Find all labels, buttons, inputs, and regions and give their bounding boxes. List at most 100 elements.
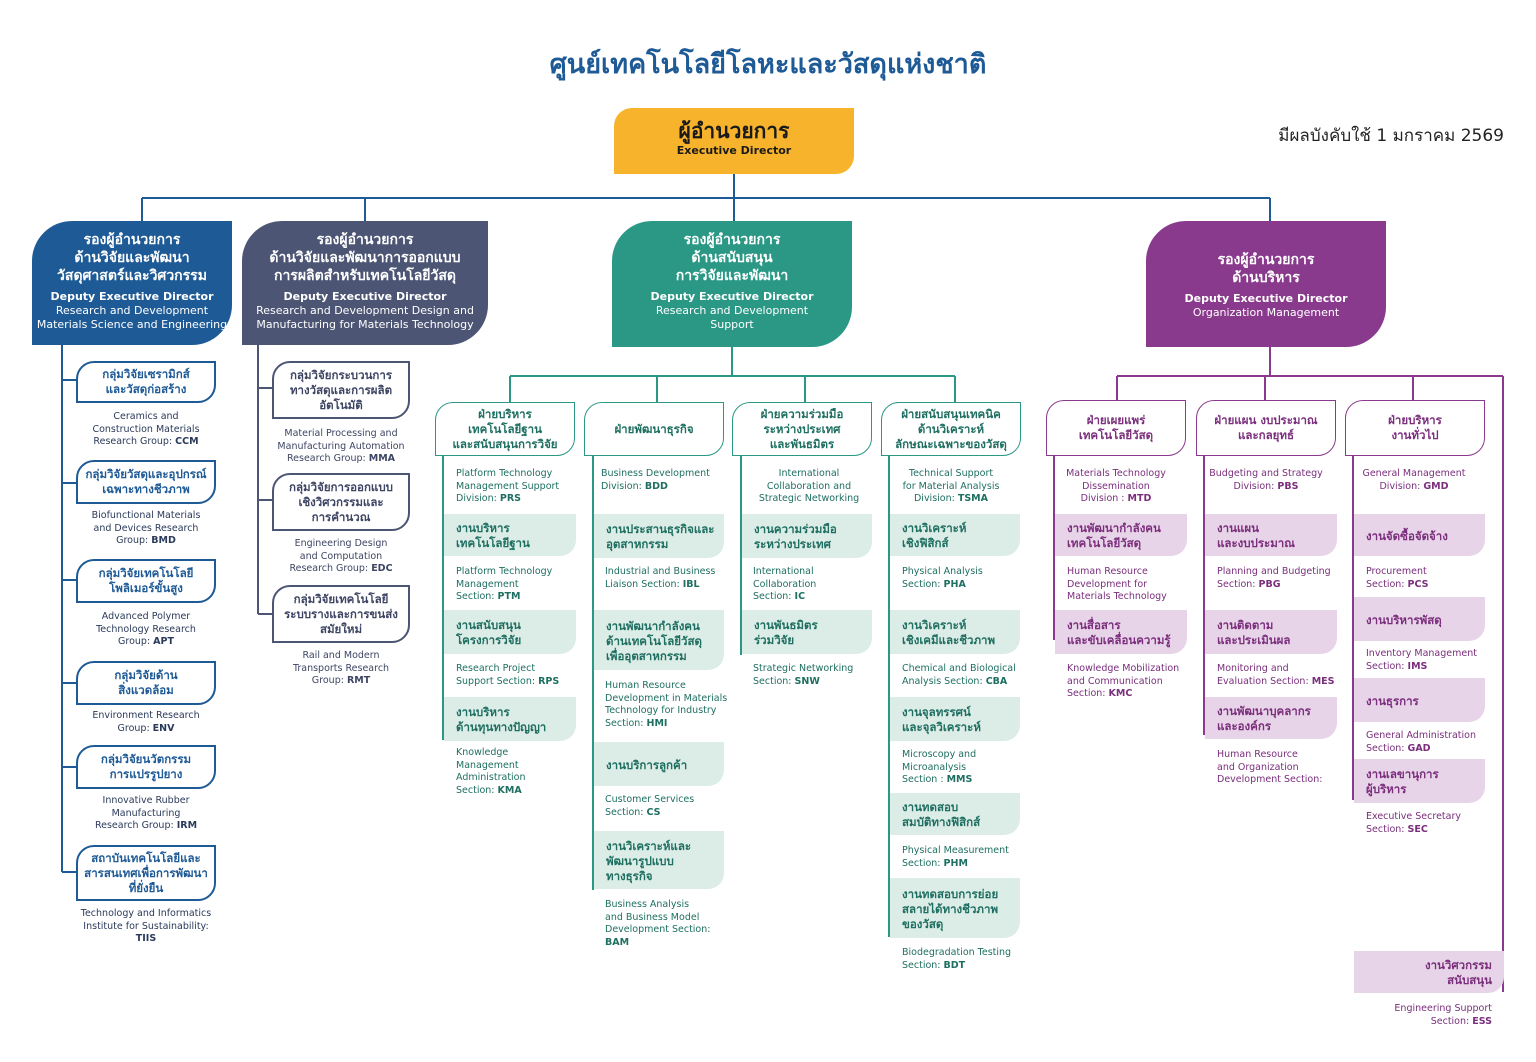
executive-title-th: ผู้อำนวยการ — [678, 119, 790, 143]
group-name-th: กลุ่มวิจัยเทคโนโลยี — [293, 591, 389, 606]
label-line: Section: — [456, 784, 495, 796]
section-name-th: งานพัฒนากำลังคน — [1067, 521, 1161, 535]
deputy-subtitle-en: Research and Development — [655, 304, 809, 317]
section-code: BAM — [605, 936, 630, 948]
division-name-th: งานทั่วไป — [1391, 428, 1439, 442]
section-kma-box: งานบริหาร ด้านทุนทางปัญญา — [444, 697, 576, 741]
section-mes-label: Monitoring and Evaluation Section: MES — [1217, 663, 1342, 688]
label-line: Development Section: — [605, 924, 711, 935]
section-name-th: งานธุรการ — [1366, 693, 1419, 708]
group-bmd-caption: Biofunctional Materials and Devices Rese… — [76, 510, 216, 548]
section-hrd-materials-box: งานพัฒนากำลังคน เทคโนโลยีวัสดุ — [1055, 514, 1187, 556]
label-line: and Organization — [1217, 761, 1299, 773]
label-line: Strategic Networking — [758, 493, 860, 504]
section-mms-box: งานจุลทรรศน์ และจุลวิเคราะห์ — [890, 697, 1020, 741]
deputy-subtitle-en: Research and Development — [55, 304, 209, 317]
section-snw-box: งานพันธมิตร ร่วมวิจัย — [742, 610, 872, 654]
section-name-th: สนับสนุน — [1447, 973, 1492, 987]
section-mms-label: Microscopy and Microanalysis Section : M… — [902, 749, 1022, 787]
section-pbg-label: Planning and Budgeting Section: PBG — [1217, 566, 1342, 591]
group-name-th: ระบบรางและการขนส่ง — [284, 606, 398, 621]
executive-title-en: Executive Director — [676, 144, 792, 157]
section-hrod-label: Human Resource and Organization Developm… — [1217, 749, 1342, 787]
label-line: Division: — [1233, 480, 1275, 492]
group-name-th: เชิงวิศวกรรมและ — [298, 494, 384, 509]
section-name-th: งานความร่วมมือ — [754, 522, 837, 536]
group-name-th: กลุ่มวิจัยนวัตกรรม — [100, 752, 192, 766]
section-hrd-materials-label: Human Resource Development for Materials… — [1067, 566, 1192, 604]
division-code: PBS — [1277, 480, 1299, 492]
label-line: Technical Support — [908, 468, 994, 479]
caption-line: Research Group: — [286, 453, 366, 464]
deputy-title-th: วัสดุศาสตร์และวิศวกรรม — [57, 268, 207, 284]
label-line: Engineering Support — [1394, 1003, 1492, 1014]
section-ess-label: Engineering Support Section: ESS — [1362, 1003, 1492, 1028]
division-name-th: เทคโนโลยีฐาน — [468, 421, 542, 436]
label-line: Executive Secretary — [1366, 811, 1461, 822]
label-line: Development for — [1067, 578, 1148, 590]
group-apt-box: กลุ่มวิจัยเทคโนโลยี โพลิเมอร์ขั้นสูง — [76, 559, 216, 603]
division-mtd-box: ฝ่ายเผยแพร่ เทคโนโลยีวัสดุ — [1046, 400, 1186, 456]
caption-line: Group: — [311, 675, 344, 686]
caption-line: Ceramics and — [113, 411, 179, 422]
section-name-th: งานติดตาม — [1217, 618, 1274, 632]
deputy-title-th: การวิจัยและพัฒนา — [675, 268, 789, 284]
section-name-th: โครงการวิจัย — [456, 633, 522, 647]
deputy-title-th: ด้านบริหาร — [1232, 270, 1300, 286]
section-phm-label: Physical Measurement Section: PHM — [902, 845, 1022, 870]
group-name-th: การคำนวณ — [311, 509, 371, 524]
group-ccm-box: กลุ่มวิจัยเซรามิกส์ และวัสดุก่อสร้าง — [76, 361, 216, 403]
section-name-th: สลายได้ทางชีวภาพ — [902, 901, 999, 916]
section-code: MES — [1311, 675, 1335, 687]
caption-line: Group: — [117, 722, 150, 734]
group-name-th: สมัยใหม่ — [319, 621, 363, 636]
section-name-th: งานวิเคราะห์ — [902, 521, 967, 535]
division-code: GMD — [1423, 480, 1449, 492]
group-name-th: อัตโนมัติ — [319, 397, 363, 412]
section-name-th: ของวัสดุ — [902, 916, 944, 931]
section-mes-box: งานติดตาม และประเมินผล — [1205, 610, 1337, 654]
caption-line: and Computation — [299, 550, 383, 562]
division-mtd-label: Materials Technology Dissemination Divis… — [1051, 468, 1181, 506]
division-pbs-box: ฝ่ายแผน งบประมาณ และกลยุทธ์ — [1196, 400, 1336, 456]
label-line: Human Resource — [1217, 749, 1298, 760]
section-name-th: งานบริหารพัสดุ — [1366, 612, 1442, 627]
label-line: Section: — [605, 806, 644, 818]
division-gmd-box: ฝ่ายบริหาร งานทั่วไป — [1345, 400, 1485, 456]
section-name-th: งานทดสอบ — [902, 800, 959, 814]
division-name-th: ฝ่ายเผยแพร่ — [1086, 413, 1146, 427]
division-name-th: ฝ่ายพัฒนาธุรกิจ — [614, 421, 694, 436]
label-line: Business Development — [601, 468, 710, 479]
section-ims-label: Inventory Management Section: IMS — [1366, 648, 1491, 673]
section-name-th: เทคโนโลยีฐาน — [456, 536, 530, 550]
group-name-th: สถาบันเทคโนโลยีและ — [91, 850, 201, 865]
section-name-th: ด้านทุนทางปัญญา — [456, 720, 547, 734]
deputy-title-th: รองผู้อำนวยการ — [683, 232, 781, 248]
section-name-th: และจุลวิเคราะห์ — [902, 720, 981, 734]
section-code: BDT — [943, 959, 966, 971]
section-code: SEC — [1407, 823, 1428, 835]
group-edc-caption: Engineering Design and Computation Resea… — [266, 538, 416, 576]
section-name-th: และขับเคลื่อนความรู้ — [1067, 633, 1171, 647]
label-line: Liaison Section: — [605, 578, 680, 590]
caption-line: Innovative Rubber — [102, 795, 190, 806]
caption-line: Research Group: — [289, 563, 369, 574]
deputy-subtitle-en: Materials Science and Engineering — [36, 318, 228, 331]
section-name-th: อุตสาหกรรม — [606, 537, 669, 551]
section-name-th: ผู้บริหาร — [1366, 782, 1407, 796]
label-line: Platform Technology — [456, 566, 553, 577]
section-code: PHA — [943, 578, 966, 590]
division-name-th: เทคโนโลยีวัสดุ — [1078, 428, 1154, 442]
caption-line: Transports Research — [292, 662, 390, 674]
section-bam-label: Business Analysis and Business Model Dev… — [605, 899, 735, 949]
section-name-th: งานวิเคราะห์และ — [606, 838, 692, 853]
executive-director-box: ผู้อำนวยการ Executive Director — [614, 108, 854, 174]
division-name-th: ระหว่างประเทศ — [763, 421, 841, 436]
label-line: International — [753, 566, 814, 577]
caption-line: Construction Materials — [92, 423, 200, 435]
label-line: Section: — [902, 959, 941, 971]
section-name-th: งานวิเคราะห์ — [902, 618, 967, 632]
section-ic-label: International Collaboration Section: IC — [753, 566, 873, 604]
division-bdd-label: Business Development Division: BDD — [601, 468, 731, 493]
section-name-th: และงบประมาณ — [1217, 536, 1295, 550]
